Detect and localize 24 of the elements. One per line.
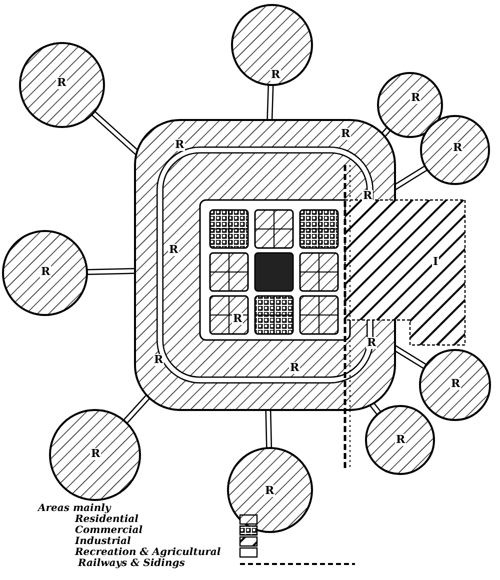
- zone-letter: R: [153, 354, 164, 366]
- zone-letter: R: [340, 128, 352, 140]
- zone-letter: R: [168, 244, 180, 256]
- zone-letter: R: [56, 77, 68, 89]
- legend-heading: Areas mainly: [38, 503, 111, 514]
- zone-letter: R: [232, 313, 244, 325]
- legend-label: Commercial: [75, 525, 143, 536]
- zone-letter: R: [40, 266, 52, 278]
- legend-label: Industrial: [75, 536, 131, 547]
- zone-letter: R: [366, 337, 378, 349]
- zone-letter: R: [270, 69, 282, 81]
- zone-letter: I: [432, 256, 440, 268]
- legend-label: Railways & Sidings: [78, 558, 185, 569]
- zone-letter: R: [450, 378, 462, 390]
- zone-letter: R: [410, 92, 422, 104]
- zone-letter: R: [90, 448, 102, 460]
- zone-letter: R: [395, 434, 406, 446]
- zone-letter: R: [452, 142, 464, 154]
- zone-letter: R: [289, 362, 300, 374]
- zone-letter: R: [174, 139, 186, 151]
- legend-label: Recreation & Agricultural: [75, 547, 221, 558]
- legend-label: Residential: [75, 514, 138, 525]
- zone-letter: R: [362, 190, 374, 202]
- zone-letter: R: [264, 485, 276, 497]
